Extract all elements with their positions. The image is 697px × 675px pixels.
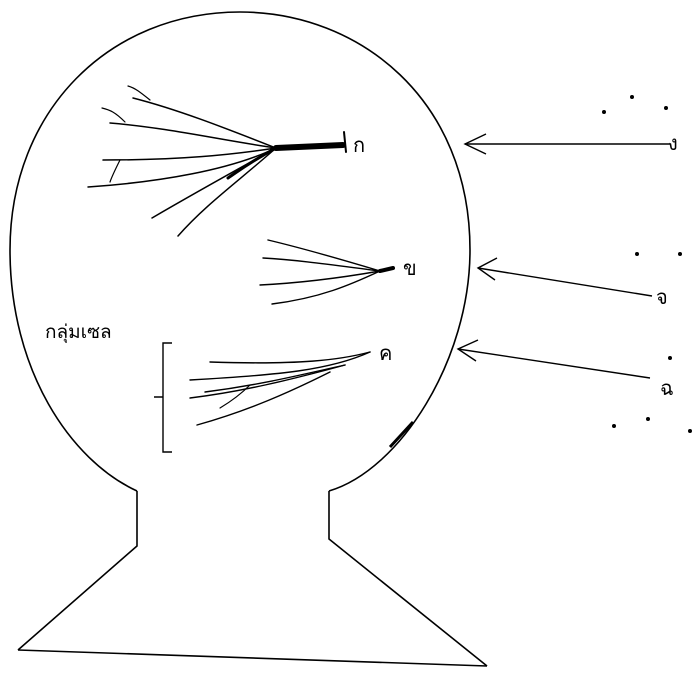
neuron-kho [260, 240, 393, 304]
label-ka: ก [353, 133, 365, 157]
base-line [18, 650, 487, 666]
dot [612, 424, 616, 428]
neck-left [18, 491, 137, 650]
dots [602, 95, 692, 433]
edge-mark [390, 422, 413, 447]
dot [630, 95, 634, 99]
dot [635, 252, 639, 256]
dot [668, 356, 672, 360]
arrow-ngo [465, 134, 670, 154]
cluster-label: กลุ่มเซล [45, 321, 112, 344]
cluster-bracket [154, 343, 172, 452]
dot [664, 106, 668, 110]
label-cho: จ [656, 285, 668, 309]
neuron-ka [88, 86, 346, 236]
arrow-chi [458, 340, 650, 378]
neck-right [329, 491, 487, 666]
arrow-cho [478, 258, 652, 296]
dot [678, 252, 682, 256]
label-kho: ข [403, 256, 417, 280]
dot [646, 417, 650, 421]
label-kho-khwai: ค [379, 341, 392, 365]
dot [688, 429, 692, 433]
dot [602, 110, 606, 114]
head-outline [10, 12, 470, 491]
neuron-kho-khwai [190, 352, 370, 425]
label-ngo: ง [668, 131, 678, 155]
label-chi: ฉ [660, 376, 674, 400]
